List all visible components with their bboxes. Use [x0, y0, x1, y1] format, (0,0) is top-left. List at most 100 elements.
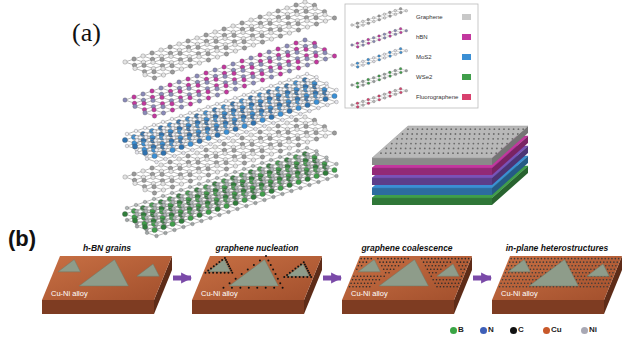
atom: [335, 100, 339, 104]
atom: [306, 152, 310, 156]
atom: [152, 153, 157, 158]
atom: [289, 168, 293, 172]
atom: [216, 186, 220, 190]
atom: [189, 191, 193, 195]
atom: [164, 219, 168, 223]
atom: [191, 210, 195, 214]
atom: [307, 165, 311, 169]
atom: [122, 137, 127, 142]
atom: [315, 153, 319, 157]
atom: [206, 209, 211, 214]
atom: [254, 189, 258, 193]
atom: [197, 170, 201, 174]
atom: [224, 161, 228, 165]
atom: [316, 159, 320, 163]
atom: [195, 151, 199, 155]
atom: [278, 185, 283, 190]
atom: [217, 192, 221, 196]
atom: [190, 201, 194, 205]
atom: [170, 221, 175, 226]
atom: [270, 168, 274, 172]
atom: [225, 179, 229, 183]
atom: [163, 210, 167, 214]
atom: [180, 194, 184, 198]
atom: [186, 154, 190, 158]
atom: [260, 155, 264, 159]
atom: [173, 154, 177, 158]
atom: [278, 149, 282, 153]
atom: [198, 192, 202, 196]
atom: [209, 216, 213, 220]
atom: [296, 179, 301, 184]
atom: [304, 124, 308, 128]
atom: [226, 192, 230, 196]
atom: [259, 139, 263, 143]
atom: [152, 185, 156, 189]
atom: [207, 185, 211, 189]
atom: [196, 160, 200, 164]
atom: [171, 197, 175, 201]
atom: [182, 151, 186, 155]
atom: [251, 194, 256, 199]
atom: [294, 118, 298, 122]
atom: [172, 210, 176, 214]
atom: [181, 204, 185, 208]
atom: [279, 161, 283, 165]
atom-lattice: [125, 84, 338, 164]
atom: [299, 186, 303, 190]
atom: [132, 144, 137, 149]
atom: [142, 224, 147, 229]
atom: [218, 213, 222, 217]
atom: [261, 167, 265, 171]
atom: [162, 204, 166, 208]
atom: [162, 200, 166, 204]
atom: [181, 207, 185, 211]
atom: [191, 222, 195, 226]
atom: [297, 159, 301, 163]
atom: [224, 173, 228, 177]
atom: [226, 189, 230, 193]
atom: [296, 143, 300, 147]
atom: [308, 183, 312, 187]
atom: [305, 176, 310, 181]
atom: [286, 130, 290, 134]
atom: [227, 136, 231, 140]
atom: [231, 139, 235, 143]
atom: [153, 207, 157, 211]
atom: [145, 157, 149, 161]
atom: [252, 174, 256, 178]
atom: [235, 189, 239, 193]
atom: [125, 218, 129, 222]
atom: [171, 201, 175, 205]
atom: [280, 171, 284, 175]
atom: [233, 170, 237, 174]
atom: [308, 109, 312, 113]
atom: [234, 180, 238, 184]
atom: [299, 112, 303, 116]
atom: [245, 192, 249, 196]
atom: [170, 185, 174, 189]
atom: [285, 121, 289, 125]
atom: [287, 152, 291, 156]
atom: [240, 136, 244, 140]
atom: [225, 183, 229, 187]
atom: [224, 167, 228, 171]
legend-frame: [345, 4, 478, 108]
atom: [144, 206, 148, 210]
atom: [272, 195, 276, 199]
atom: [317, 180, 321, 184]
atom: [316, 162, 320, 166]
atom: [200, 219, 204, 223]
atom: [179, 182, 183, 186]
atom: [197, 212, 202, 217]
atom: [296, 137, 300, 141]
atom: [242, 155, 246, 159]
atom: [161, 188, 165, 192]
atom: [199, 198, 203, 202]
atom: [133, 181, 137, 185]
atom: [214, 154, 218, 158]
atom: [281, 118, 285, 122]
atom-lattice: [122, 151, 337, 232]
atom: [206, 167, 210, 171]
atom: [262, 180, 266, 184]
